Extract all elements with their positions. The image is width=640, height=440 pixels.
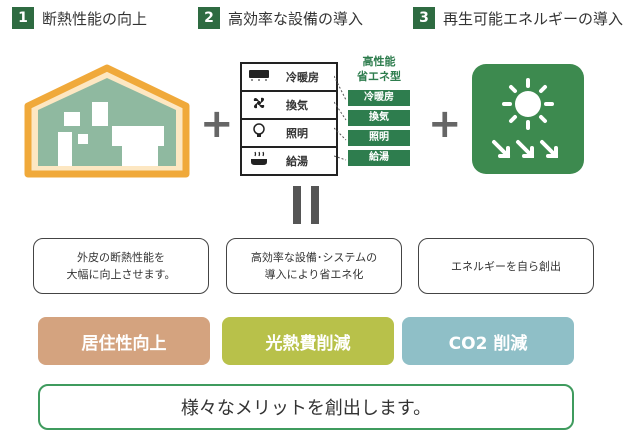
step-1: 1 断熱性能の向上 <box>12 6 147 30</box>
description-insulation: 外皮の断熱性能を大幅に向上させます。 <box>33 238 209 294</box>
conclusion-banner: 様々なメリットを創出します。 <box>38 384 574 430</box>
step-2-number: 2 <box>198 7 220 29</box>
eco-item: 給湯 <box>348 150 410 166</box>
description-line: 導入により省エネ化 <box>264 268 364 281</box>
lightbulb-icon <box>242 123 276 143</box>
equipment-label: 冷暖房 <box>286 71 319 84</box>
air-conditioner-icon <box>242 69 276 85</box>
equipment-label: 照明 <box>286 127 308 140</box>
step-3-label: 再生可能エネルギーの導入 <box>443 9 624 28</box>
equals-sign <box>293 186 321 224</box>
equipment-row-lighting: 照明 <box>242 120 336 148</box>
merit-co2-reduction: CO2 削減 <box>402 317 574 365</box>
step-2: 2 高効率な設備の導入 <box>198 6 363 30</box>
fan-icon <box>242 95 276 115</box>
equipment-row-hot-water: 給湯 <box>242 148 336 174</box>
equipment-row-ventilation: 換気 <box>242 92 336 120</box>
bathtub-icon <box>242 151 276 171</box>
description-renewable: エネルギーを自ら創出 <box>418 238 594 294</box>
eco-item: 換気 <box>348 110 410 126</box>
equipment-list: 冷暖房 換気 照明 給湯 <box>240 62 338 176</box>
eco-item: 冷暖房 <box>348 90 410 106</box>
merit-comfort: 居住性向上 <box>38 317 210 365</box>
eco-title-line2: 省エネ型 <box>357 70 401 83</box>
description-equipment: 高効率な設備･システムの導入により省エネ化 <box>226 238 402 294</box>
solar-energy-icon <box>472 64 584 174</box>
plus-sign-2: + <box>428 101 462 147</box>
eco-equipment: 高性能 省エネ型 冷暖房 換気 照明 給湯 <box>348 54 410 166</box>
description-line: 外皮の断熱性能を <box>77 251 165 264</box>
description-line: 高効率な設備･システムの <box>250 251 378 264</box>
dotted-connector <box>334 75 347 161</box>
plus-sign-1: + <box>200 101 234 147</box>
merit-cost-reduction: 光熱費削減 <box>222 317 394 365</box>
description-line: エネルギーを自ら創出 <box>451 259 561 273</box>
step-1-label: 断熱性能の向上 <box>42 9 148 28</box>
step-3: 3 再生可能エネルギーの導入 <box>413 6 623 30</box>
step-1-number: 1 <box>12 7 34 29</box>
description-line: 大幅に向上させます。 <box>66 268 176 281</box>
equipment-row-aircon: 冷暖房 <box>242 64 336 92</box>
house-icon <box>24 64 190 178</box>
equipment-label: 給湯 <box>286 155 308 168</box>
eco-title-line1: 高性能 <box>362 55 396 68</box>
step-3-number: 3 <box>413 7 435 29</box>
equipment-label: 換気 <box>286 99 308 112</box>
step-2-label: 高効率な設備の導入 <box>228 9 364 28</box>
eco-item: 照明 <box>348 130 410 146</box>
